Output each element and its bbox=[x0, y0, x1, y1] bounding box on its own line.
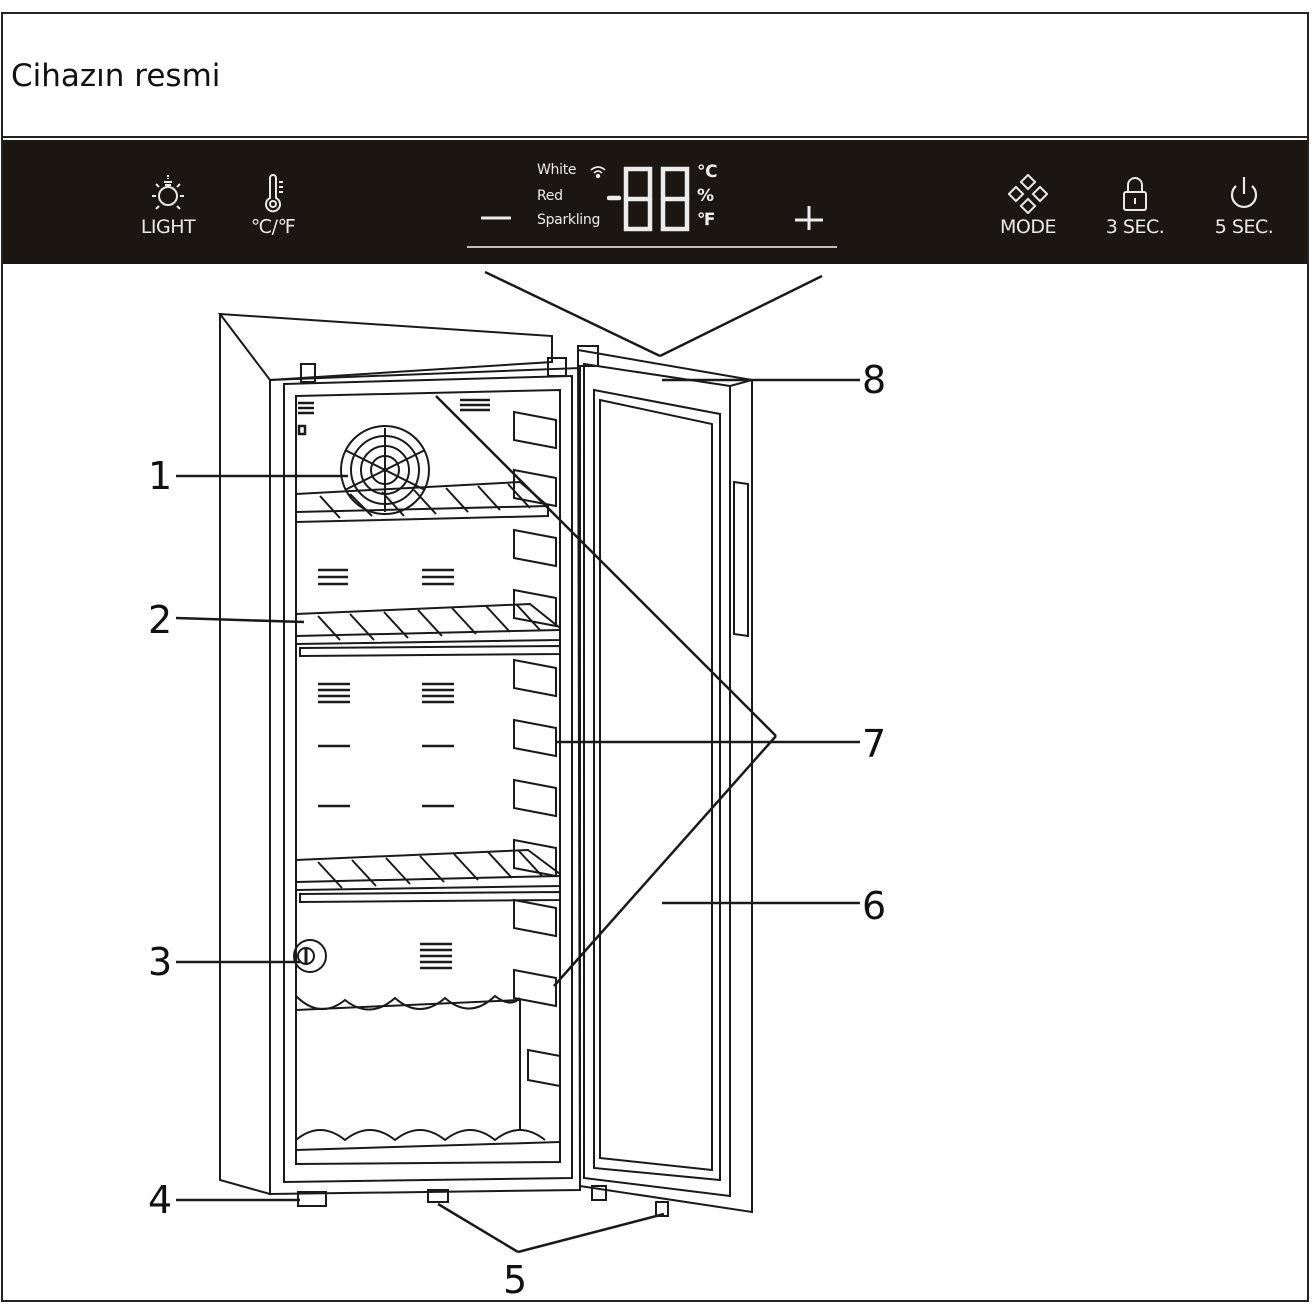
callout-1: 1 bbox=[148, 454, 173, 498]
power-label: 5 SEC. bbox=[1214, 216, 1274, 238]
lock-icon bbox=[1123, 177, 1147, 211]
wine-cooler-illustration bbox=[175, 270, 860, 1254]
vents bbox=[297, 398, 490, 970]
leader-lines bbox=[175, 378, 860, 1254]
panel-pointer-left bbox=[484, 270, 661, 358]
unit-celsius: ℃ bbox=[697, 162, 718, 182]
callout-7: 7 bbox=[862, 722, 887, 766]
light-button[interactable]: LIGHT bbox=[113, 140, 223, 264]
glass-door bbox=[576, 345, 753, 1214]
wifi-icon bbox=[590, 166, 606, 179]
title-row: Cihazın resmi bbox=[3, 14, 1307, 138]
page-title: Cihazın resmi bbox=[11, 58, 221, 94]
unit-toggle-button[interactable]: ℃/℉ bbox=[218, 140, 328, 264]
callout-5: 5 bbox=[503, 1258, 528, 1302]
thermometer-icon bbox=[265, 174, 283, 213]
fan bbox=[340, 425, 430, 515]
lock-button[interactable]: 3 SEC. bbox=[1080, 140, 1190, 264]
wine-type-sparkling: Sparkling bbox=[537, 212, 601, 228]
mode-label: MODE bbox=[1000, 216, 1056, 238]
minus-icon bbox=[481, 216, 511, 220]
unit-toggle-label: ℃/℉ bbox=[250, 216, 296, 238]
display-underline bbox=[467, 246, 837, 248]
callout-6: 6 bbox=[862, 884, 887, 928]
callout-3: 3 bbox=[148, 940, 173, 984]
light-label: LIGHT bbox=[140, 216, 196, 238]
callout-8: 8 bbox=[862, 358, 887, 402]
power-button[interactable]: 5 SEC. bbox=[1189, 140, 1299, 264]
power-icon bbox=[1230, 177, 1258, 208]
digit-display bbox=[607, 166, 690, 232]
unit-fahrenheit: ℉ bbox=[697, 210, 716, 230]
side-racks bbox=[513, 410, 561, 1088]
minus-button[interactable] bbox=[479, 196, 513, 231]
figure-frame bbox=[1, 12, 1309, 1302]
callout-4: 4 bbox=[148, 1178, 173, 1222]
panel-pointer-right bbox=[659, 274, 823, 358]
bottle-rack-bottom bbox=[295, 994, 561, 1151]
shelf-1 bbox=[295, 480, 549, 524]
wine-type-white: White bbox=[537, 162, 577, 178]
plus-icon bbox=[795, 206, 823, 234]
mode-diamond-icon bbox=[1008, 174, 1048, 214]
control-panel: LIGHT ℃/℉ White Red Sparkling bbox=[3, 140, 1307, 264]
light-bulb-icon bbox=[152, 175, 184, 210]
shelf-3 bbox=[295, 848, 561, 904]
lock-label: 3 SEC. bbox=[1105, 216, 1165, 238]
mode-button[interactable]: MODE bbox=[973, 140, 1083, 264]
shelf-2 bbox=[295, 602, 561, 658]
plus-button[interactable] bbox=[793, 196, 827, 235]
thermostat-knob bbox=[293, 939, 327, 973]
unit-percent: % bbox=[697, 186, 715, 206]
temperature-display: White Red Sparkling ℃ % ℉ bbox=[465, 140, 841, 264]
wine-type-red: Red bbox=[537, 188, 563, 204]
callout-2: 2 bbox=[148, 598, 173, 642]
appliance-diagram: 1 2 3 4 5 6 7 8 bbox=[0, 264, 1312, 1304]
cabinet-body bbox=[217, 312, 581, 1196]
